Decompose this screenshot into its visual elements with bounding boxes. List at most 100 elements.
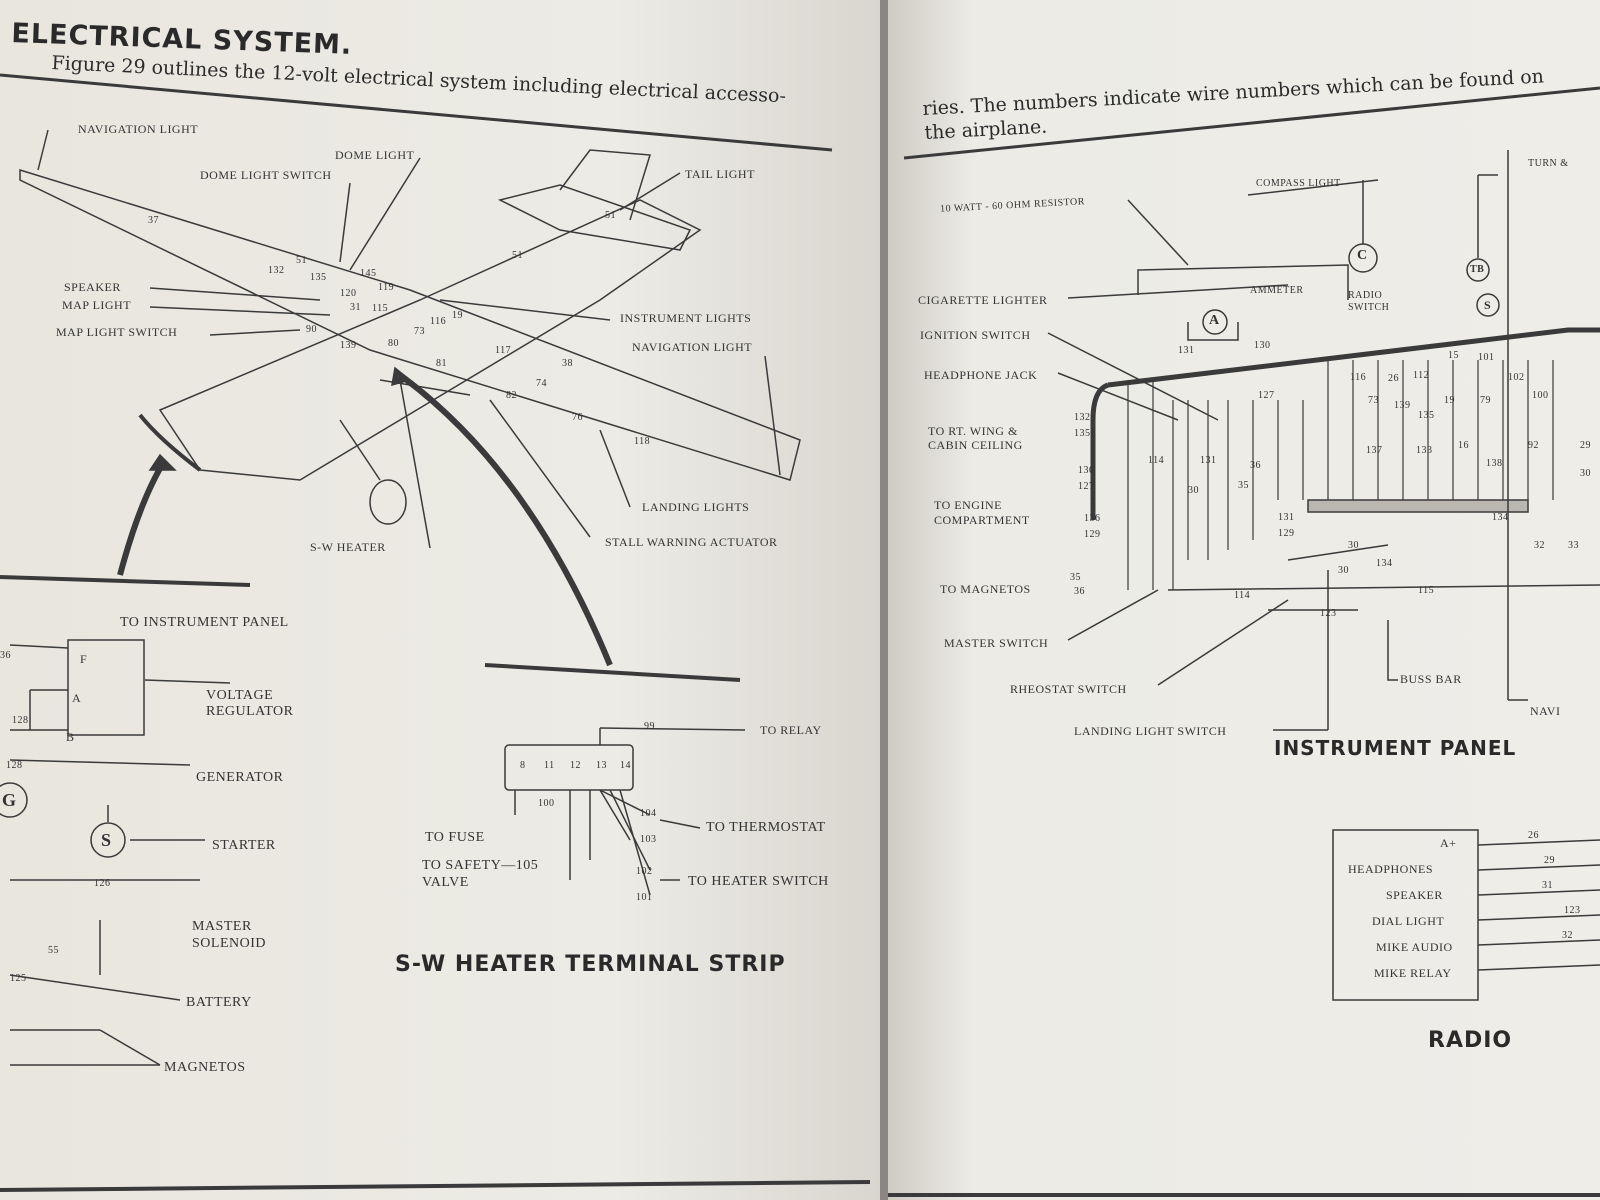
label-to-thermostat: TO THERMOSTAT [706, 820, 826, 835]
wire-number: 114 [1148, 455, 1165, 466]
wire-number: 35 [1238, 480, 1249, 491]
tb-symbol: TB [1470, 264, 1485, 275]
wire-number: 81 [436, 358, 447, 369]
radio-wire-26: 26 [1528, 830, 1539, 841]
wire-number: 29 [1580, 440, 1591, 451]
label-turn: TURN & [1528, 158, 1569, 169]
label-instrument-lights: INSTRUMENT LIGHTS [620, 311, 752, 325]
radio-wire-32: 32 [1562, 930, 1573, 941]
generator-symbol: G [2, 790, 17, 810]
wire-number: 139 [1394, 400, 1411, 411]
wire-102: 102 [636, 866, 653, 877]
label-rheostat-switch: RHEOSTAT SWITCH [1010, 682, 1127, 696]
wire-number: 30 [1338, 565, 1349, 576]
wire-number: 135 [1074, 428, 1091, 439]
wire-128: 128 [12, 715, 29, 726]
wire-number: 131 [1200, 455, 1217, 466]
label-sw-heater: S-W HEATER [310, 540, 386, 554]
starter-symbol: S [101, 830, 112, 850]
wire-number: 33 [1568, 540, 1579, 551]
label-to-safety-valve: TO SAFETY—105 VALVE [422, 858, 539, 890]
wire-number: 73 [414, 326, 425, 337]
label-to-magnetos: TO MAGNETOS [940, 582, 1031, 596]
wire-number: 90 [306, 324, 317, 335]
wire-number: 51 [605, 210, 616, 221]
label-master-solenoid: MASTER SOLENOID [192, 919, 266, 951]
wire-number: 116 [1350, 372, 1367, 383]
label-tail-light: TAIL LIGHT [685, 167, 755, 181]
wire-number: 136 [1084, 513, 1101, 524]
wire-number: 132 [1074, 412, 1091, 423]
wire-number: 38 [562, 358, 573, 369]
wire-number: 7 [1090, 497, 1096, 508]
label-to-heater-switch: TO HEATER SWITCH [688, 874, 829, 889]
wire-number: 129 [1084, 529, 1101, 540]
wire-number: 36 [1074, 586, 1085, 597]
radio-title: RADIO [1428, 1028, 1513, 1053]
radio-wire-29: 29 [1544, 855, 1555, 866]
wire-100: 100 [538, 798, 555, 809]
wire-number: 19 [1444, 395, 1455, 406]
radio-row-mike-relay: MIKE RELAY [1374, 966, 1452, 980]
wire-number: 117 [495, 345, 512, 356]
terminal-strip-title: S-W HEATER TERMINAL STRIP [395, 952, 786, 977]
label-landing-light-switch: LANDING LIGHT SWITCH [1074, 724, 1227, 738]
wire-number: 116 [430, 316, 447, 327]
wire-55: 55 [48, 945, 59, 956]
label-headphone-jack: HEADPHONE JACK [924, 368, 1038, 382]
wire-number: 73 [1368, 395, 1379, 406]
label-to-engine: TO ENGINE COMPARTMENT [934, 498, 1030, 527]
wire-number: 131 [1178, 345, 1195, 356]
wire-number: 134 [1376, 558, 1393, 569]
wire-number: 127 [1078, 481, 1095, 492]
radio-row-dial-light: DIAL LIGHT [1372, 914, 1445, 928]
label-master-switch: MASTER SWITCH [944, 636, 1049, 650]
wire-number: 114 [1234, 590, 1251, 601]
wire-number: 132 [268, 265, 285, 276]
wire-number: 137 [1366, 445, 1383, 456]
wire-number: 127 [1258, 390, 1275, 401]
right-page: ries. The numbers indicate wire numbers … [888, 0, 1600, 1200]
terminal-12: 12 [570, 760, 581, 771]
wire-number: 138 [1486, 458, 1503, 469]
label-to-fuse: TO FUSE [425, 830, 485, 845]
wire-number: 112 [1413, 370, 1430, 381]
wire-103: 103 [640, 834, 657, 845]
radio-row-a-plus: A+ [1440, 836, 1457, 850]
wire-number: 80 [388, 338, 399, 349]
wire-number: 15 [1448, 350, 1459, 361]
wire-104: 104 [640, 808, 657, 819]
wire-125: 125 [10, 973, 27, 984]
wire-number: 51 [512, 250, 523, 261]
wire-number: 19 [452, 310, 463, 321]
label-generator: GENERATOR [196, 770, 284, 785]
label-to-rt-wing: TO RT. WING & CABIN CEILING [928, 424, 1023, 452]
label-to-relay: TO RELAY [760, 723, 822, 737]
wire-number: 131 [1278, 512, 1295, 523]
terminal-a: A [72, 691, 82, 705]
label-ammeter: AMMETER [1250, 285, 1304, 296]
label-radio-switch: RADIO SWITCH [1348, 290, 1390, 313]
s-symbol: S [1484, 298, 1492, 312]
wire-number: 133 [1416, 445, 1433, 456]
terminal-b: B [66, 730, 75, 744]
label-ignition-switch: IGNITION SWITCH [920, 328, 1031, 342]
terminal-8: 8 [520, 760, 526, 771]
label-buss-bar: BUSS BAR [1400, 672, 1462, 686]
wire-number: 120 [340, 288, 357, 299]
wire-number: 74 [536, 378, 547, 389]
radio-wire-31: 31 [1542, 880, 1553, 891]
wire-number: 135 [310, 272, 327, 283]
label-dome-light: DOME LIGHT [335, 148, 415, 162]
wire-99: 99 [644, 721, 655, 732]
wire-number: 37 [148, 215, 159, 226]
wire-number: 36 [1250, 460, 1261, 471]
wire-number: 30 [1188, 485, 1199, 496]
wire-number: 130 [1254, 340, 1271, 351]
wire-number: 76 [572, 412, 583, 423]
terminal-14: 14 [620, 760, 631, 771]
radio-row-headphones: HEADPHONES [1348, 862, 1434, 876]
label-map-light: MAP LIGHT [62, 298, 132, 312]
wire-number: 92 [1528, 440, 1539, 451]
compass-symbol: C [1357, 248, 1368, 263]
